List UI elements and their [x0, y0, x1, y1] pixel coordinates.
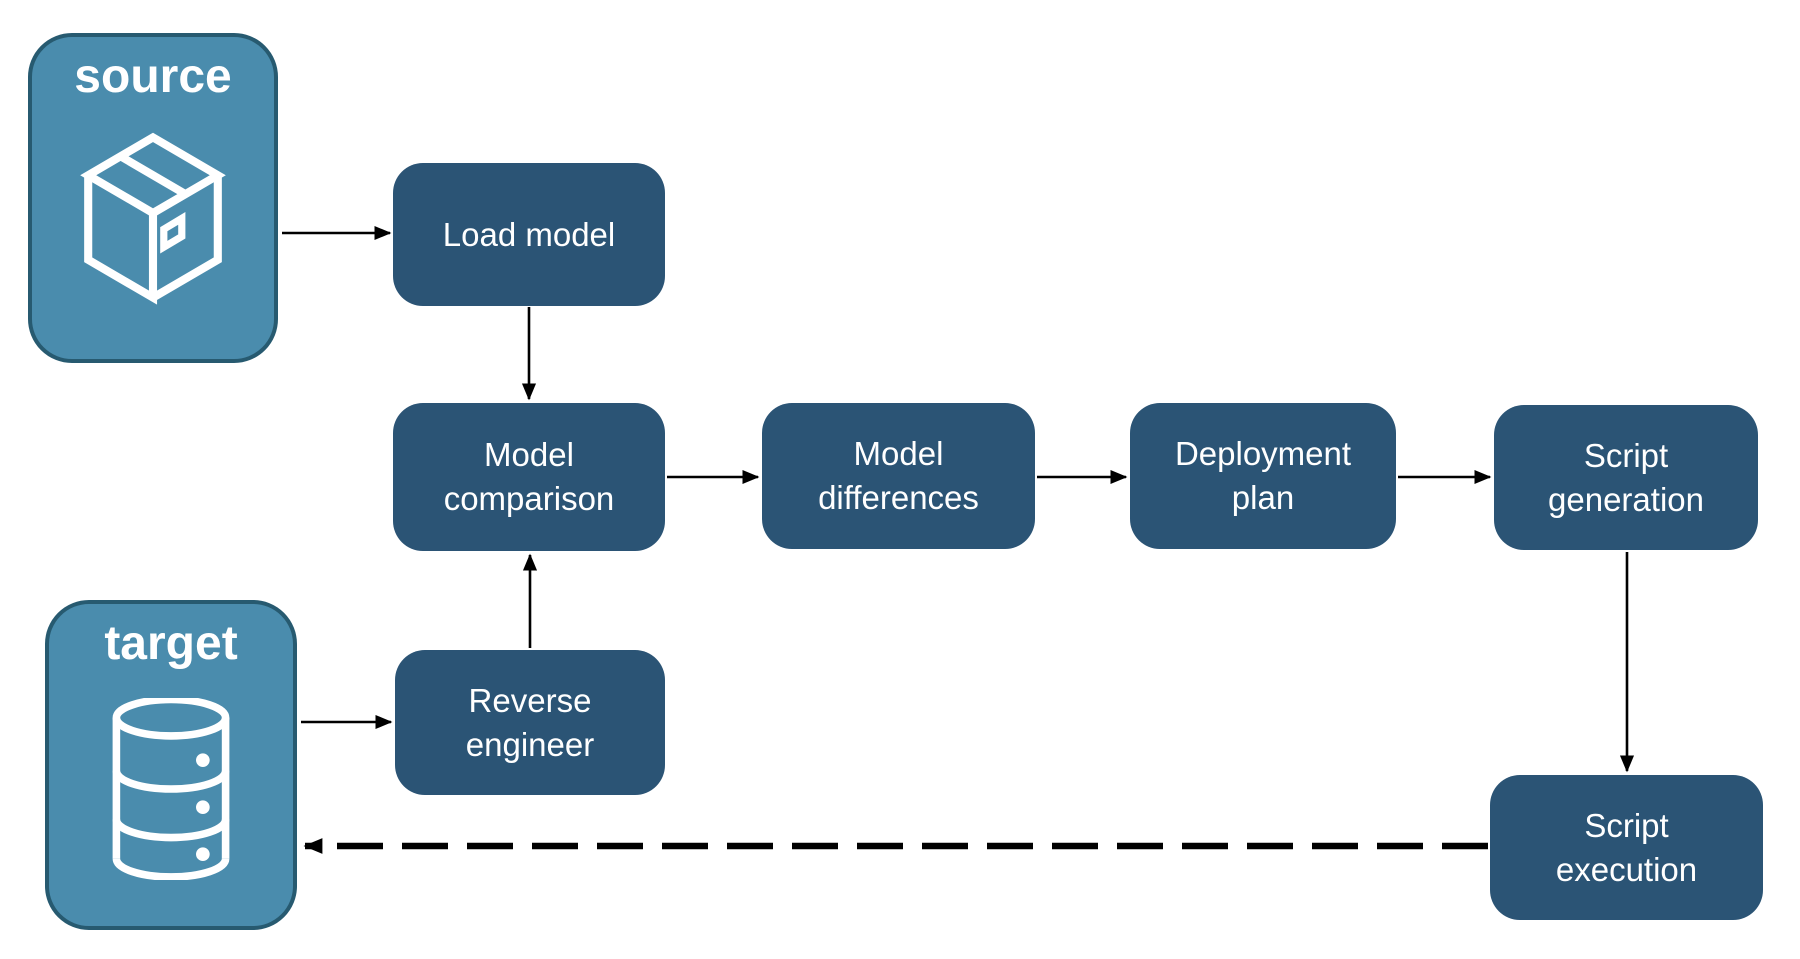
- node-script-execution-label: Script execution: [1555, 806, 1698, 888]
- entity-source-label: source: [74, 50, 232, 103]
- node-model-differences-label: Model differences: [818, 435, 979, 516]
- node-load-model-label: Load model: [442, 215, 616, 253]
- node-load-model: Load model: [393, 163, 665, 306]
- node-deployment-plan: Deployment plan: [1130, 403, 1396, 549]
- package-icon: [80, 132, 226, 305]
- entity-target: target: [45, 600, 297, 930]
- node-script-execution: Script execution: [1490, 775, 1763, 920]
- node-model-comparison-label: Model comparison: [443, 436, 615, 517]
- node-script-generation-label: Script generation: [1548, 436, 1704, 518]
- node-script-generation: Script generation: [1494, 405, 1758, 550]
- node-model-differences: Model differences: [762, 403, 1035, 549]
- entity-target-label: target: [104, 617, 238, 670]
- entity-source: source: [28, 33, 278, 363]
- database-icon: [112, 698, 230, 880]
- node-reverse-engineer-label: Reverse engineer: [465, 681, 595, 763]
- node-deployment-plan-label: Deployment plan: [1174, 435, 1352, 516]
- node-model-comparison: Model comparison: [393, 403, 665, 551]
- node-reverse-engineer: Reverse engineer: [395, 650, 665, 795]
